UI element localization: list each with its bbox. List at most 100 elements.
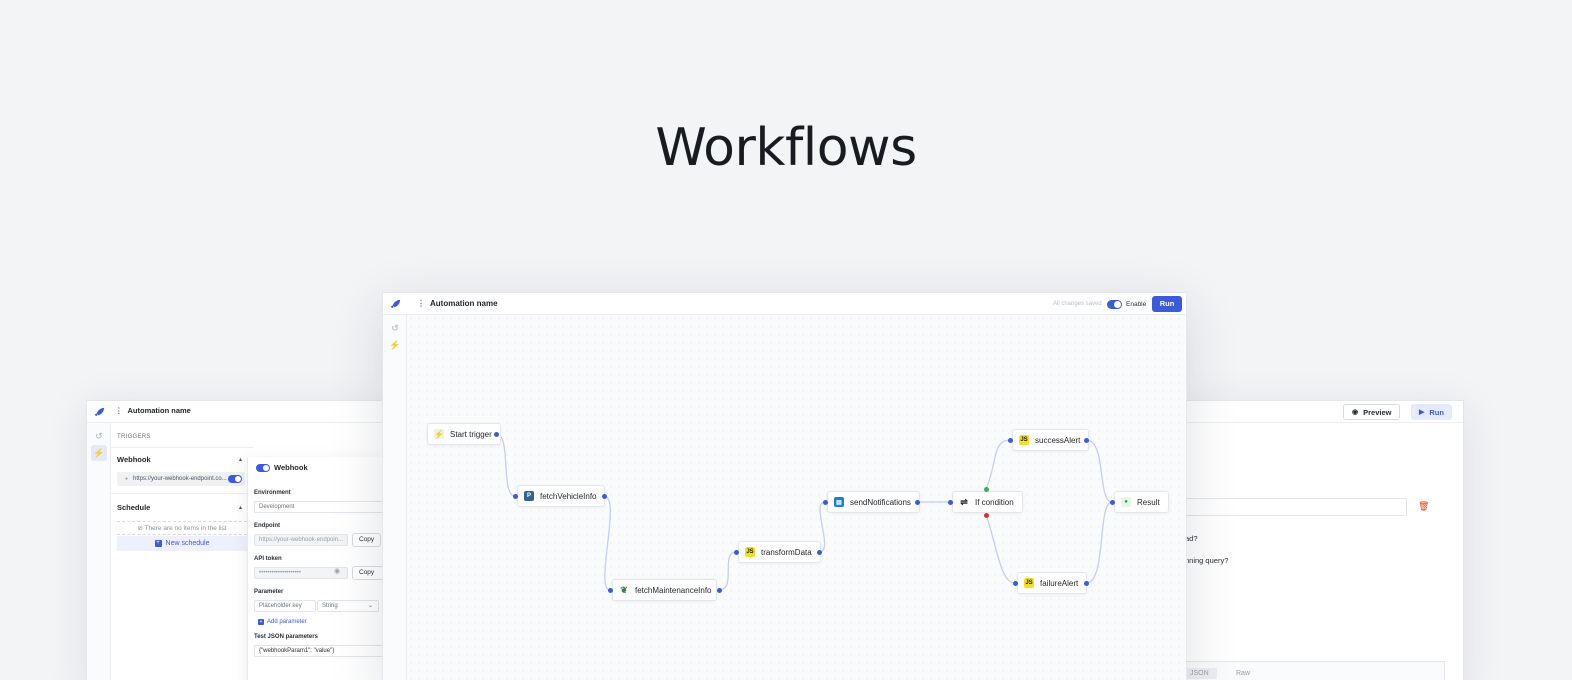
endpoint-field[interactable]: https://your-webhook-endpoin... bbox=[254, 534, 348, 546]
schedule-trigger-heading[interactable]: Schedule bbox=[117, 503, 151, 512]
history-icon[interactable]: ↺ bbox=[95, 430, 103, 441]
node-port[interactable] bbox=[1084, 581, 1089, 586]
mongodb-leaf-icon: ❦ bbox=[620, 584, 628, 595]
edge-transform-to-send bbox=[818, 501, 826, 553]
left-window-title: ⋮Automation name bbox=[115, 406, 191, 415]
result-person-icon: ● bbox=[1121, 497, 1131, 507]
question-text-1: ad? bbox=[1185, 534, 1198, 543]
collapse-caret-icon[interactable]: ▴ bbox=[239, 505, 243, 511]
javascript-icon: JS bbox=[1019, 435, 1029, 445]
main-window: ⋮Automation name All changes saved Enabl… bbox=[382, 292, 1187, 680]
tab-json[interactable]: JSON bbox=[1186, 668, 1217, 679]
webhook-trigger-row[interactable]: ● https://your-webhook-endpoint.co... bbox=[117, 472, 245, 486]
eye-icon[interactable]: ◉ bbox=[334, 568, 341, 575]
left-window-rail: ↺ ⚡ bbox=[87, 423, 111, 680]
left-window: ⋮Automation name ↺ ⚡ TRIGGERS Webhook ▴ … bbox=[86, 400, 386, 680]
environment-label: Environment bbox=[254, 490, 291, 496]
main-window-rail: ↺ ⚡ bbox=[383, 315, 407, 680]
link-icon: ● bbox=[125, 476, 129, 482]
edge-if-to-failure bbox=[985, 514, 1016, 584]
plus-icon: + bbox=[154, 539, 162, 547]
test-json-input[interactable]: {"webhookParam1": "value"} bbox=[254, 645, 385, 657]
webhook-toggle[interactable] bbox=[228, 475, 242, 483]
node-port-false[interactable] bbox=[984, 513, 989, 518]
node-port[interactable] bbox=[734, 550, 739, 555]
run-button[interactable]: Run bbox=[1152, 296, 1182, 312]
branch-icon: ⇌ bbox=[960, 496, 968, 507]
trash-icon[interactable]: 🗑 bbox=[1418, 501, 1430, 511]
copy-endpoint-button[interactable]: Copy bbox=[352, 533, 382, 547]
collapse-caret-icon[interactable]: ▴ bbox=[239, 457, 243, 463]
workflow-title[interactable]: ⋮Automation name bbox=[417, 299, 498, 308]
history-icon[interactable]: ↺ bbox=[391, 322, 399, 333]
main-window-topbar bbox=[383, 293, 1186, 315]
node-port[interactable] bbox=[817, 550, 822, 555]
edge-fetchvehicle-to-maintenance bbox=[603, 495, 611, 591]
node-port[interactable] bbox=[823, 500, 828, 505]
query-input[interactable] bbox=[1185, 498, 1407, 516]
node-port[interactable] bbox=[494, 432, 499, 437]
parameter-key-input[interactable]: Placeholder key bbox=[254, 600, 316, 612]
question-text-2: nning query? bbox=[1185, 556, 1229, 565]
webhook-trigger-heading[interactable]: Webhook bbox=[117, 455, 151, 464]
play-icon: ▶ bbox=[1419, 409, 1425, 416]
node-port[interactable] bbox=[1084, 438, 1089, 443]
edge-if-to-success bbox=[985, 439, 1011, 490]
node-port[interactable] bbox=[915, 500, 920, 505]
plus-icon: + bbox=[258, 619, 264, 625]
node-port[interactable] bbox=[717, 588, 722, 593]
tab-raw[interactable]: Raw bbox=[1236, 670, 1251, 677]
parameter-label: Parameter bbox=[254, 589, 284, 595]
edge-maintenance-to-transform bbox=[718, 551, 737, 591]
new-schedule-button[interactable]: +New schedule bbox=[117, 536, 247, 551]
node-port[interactable] bbox=[602, 494, 607, 499]
webhook-detail-toggle[interactable] bbox=[256, 463, 270, 472]
node-start-trigger[interactable]: ⚡Start trigger bbox=[427, 423, 501, 445]
trigger-bolt-icon[interactable]: ⚡ bbox=[389, 339, 401, 350]
parameter-type-select[interactable]: String⌄ bbox=[317, 600, 379, 612]
node-if-condition[interactable]: ⇌If condition bbox=[952, 491, 1023, 513]
right-window-topbar bbox=[1185, 401, 1463, 423]
webhook-detail-panel: Webhook Environment Development Endpoint… bbox=[247, 457, 385, 680]
database-icon: ▤ bbox=[834, 497, 844, 507]
run-button[interactable]: ▶Run bbox=[1411, 404, 1452, 420]
node-send-notifications[interactable]: ▤sendNotifications bbox=[827, 491, 920, 513]
eye-icon: ◉ bbox=[1352, 409, 1359, 416]
javascript-icon: JS bbox=[1024, 578, 1034, 588]
postgres-icon: P bbox=[524, 491, 534, 501]
environment-select[interactable]: Development bbox=[254, 501, 384, 513]
node-port[interactable] bbox=[1110, 500, 1115, 505]
triggers-panel: TRIGGERS Webhook ▴ ● https://your-webhoo… bbox=[111, 423, 253, 680]
javascript-icon: JS bbox=[745, 547, 755, 557]
rocket-logo-icon bbox=[87, 401, 111, 423]
trigger-bolt-icon[interactable]: ⚡ bbox=[91, 445, 107, 461]
bolt-icon: ⚡ bbox=[434, 429, 444, 439]
chevron-down-icon: ⌄ bbox=[367, 603, 373, 609]
node-port[interactable] bbox=[608, 588, 613, 593]
node-port[interactable] bbox=[1013, 581, 1018, 586]
api-token-label: API token bbox=[254, 556, 282, 562]
save-status: All changes saved bbox=[1053, 301, 1102, 307]
add-parameter-button[interactable]: +Add parameter bbox=[258, 619, 307, 625]
api-token-field[interactable]: •••••••••••••••••••• bbox=[254, 567, 348, 579]
copy-token-button[interactable]: Copy bbox=[352, 566, 385, 580]
enable-toggle[interactable] bbox=[1107, 300, 1122, 309]
preview-button[interactable]: ◉Preview bbox=[1343, 404, 1401, 420]
right-window: ◉Preview ▶Run 🗑 ad? nning query? JSON Ra… bbox=[1184, 400, 1464, 680]
node-port[interactable] bbox=[948, 500, 953, 505]
edge-success-to-result bbox=[1085, 439, 1113, 503]
node-port[interactable] bbox=[513, 494, 518, 499]
output-tabs: JSON Raw bbox=[1185, 661, 1445, 680]
empty-list-note: ⊘ There are no items in the list bbox=[117, 521, 247, 535]
enable-label: Enable bbox=[1126, 301, 1147, 308]
node-port[interactable] bbox=[1008, 438, 1013, 443]
endpoint-label: Endpoint bbox=[254, 523, 280, 529]
node-port-true[interactable] bbox=[984, 487, 989, 492]
node-fetch-maintenance-info[interactable]: ❦fetchMaintenanceInfo bbox=[612, 579, 717, 601]
node-result[interactable]: ●Result bbox=[1114, 491, 1169, 513]
